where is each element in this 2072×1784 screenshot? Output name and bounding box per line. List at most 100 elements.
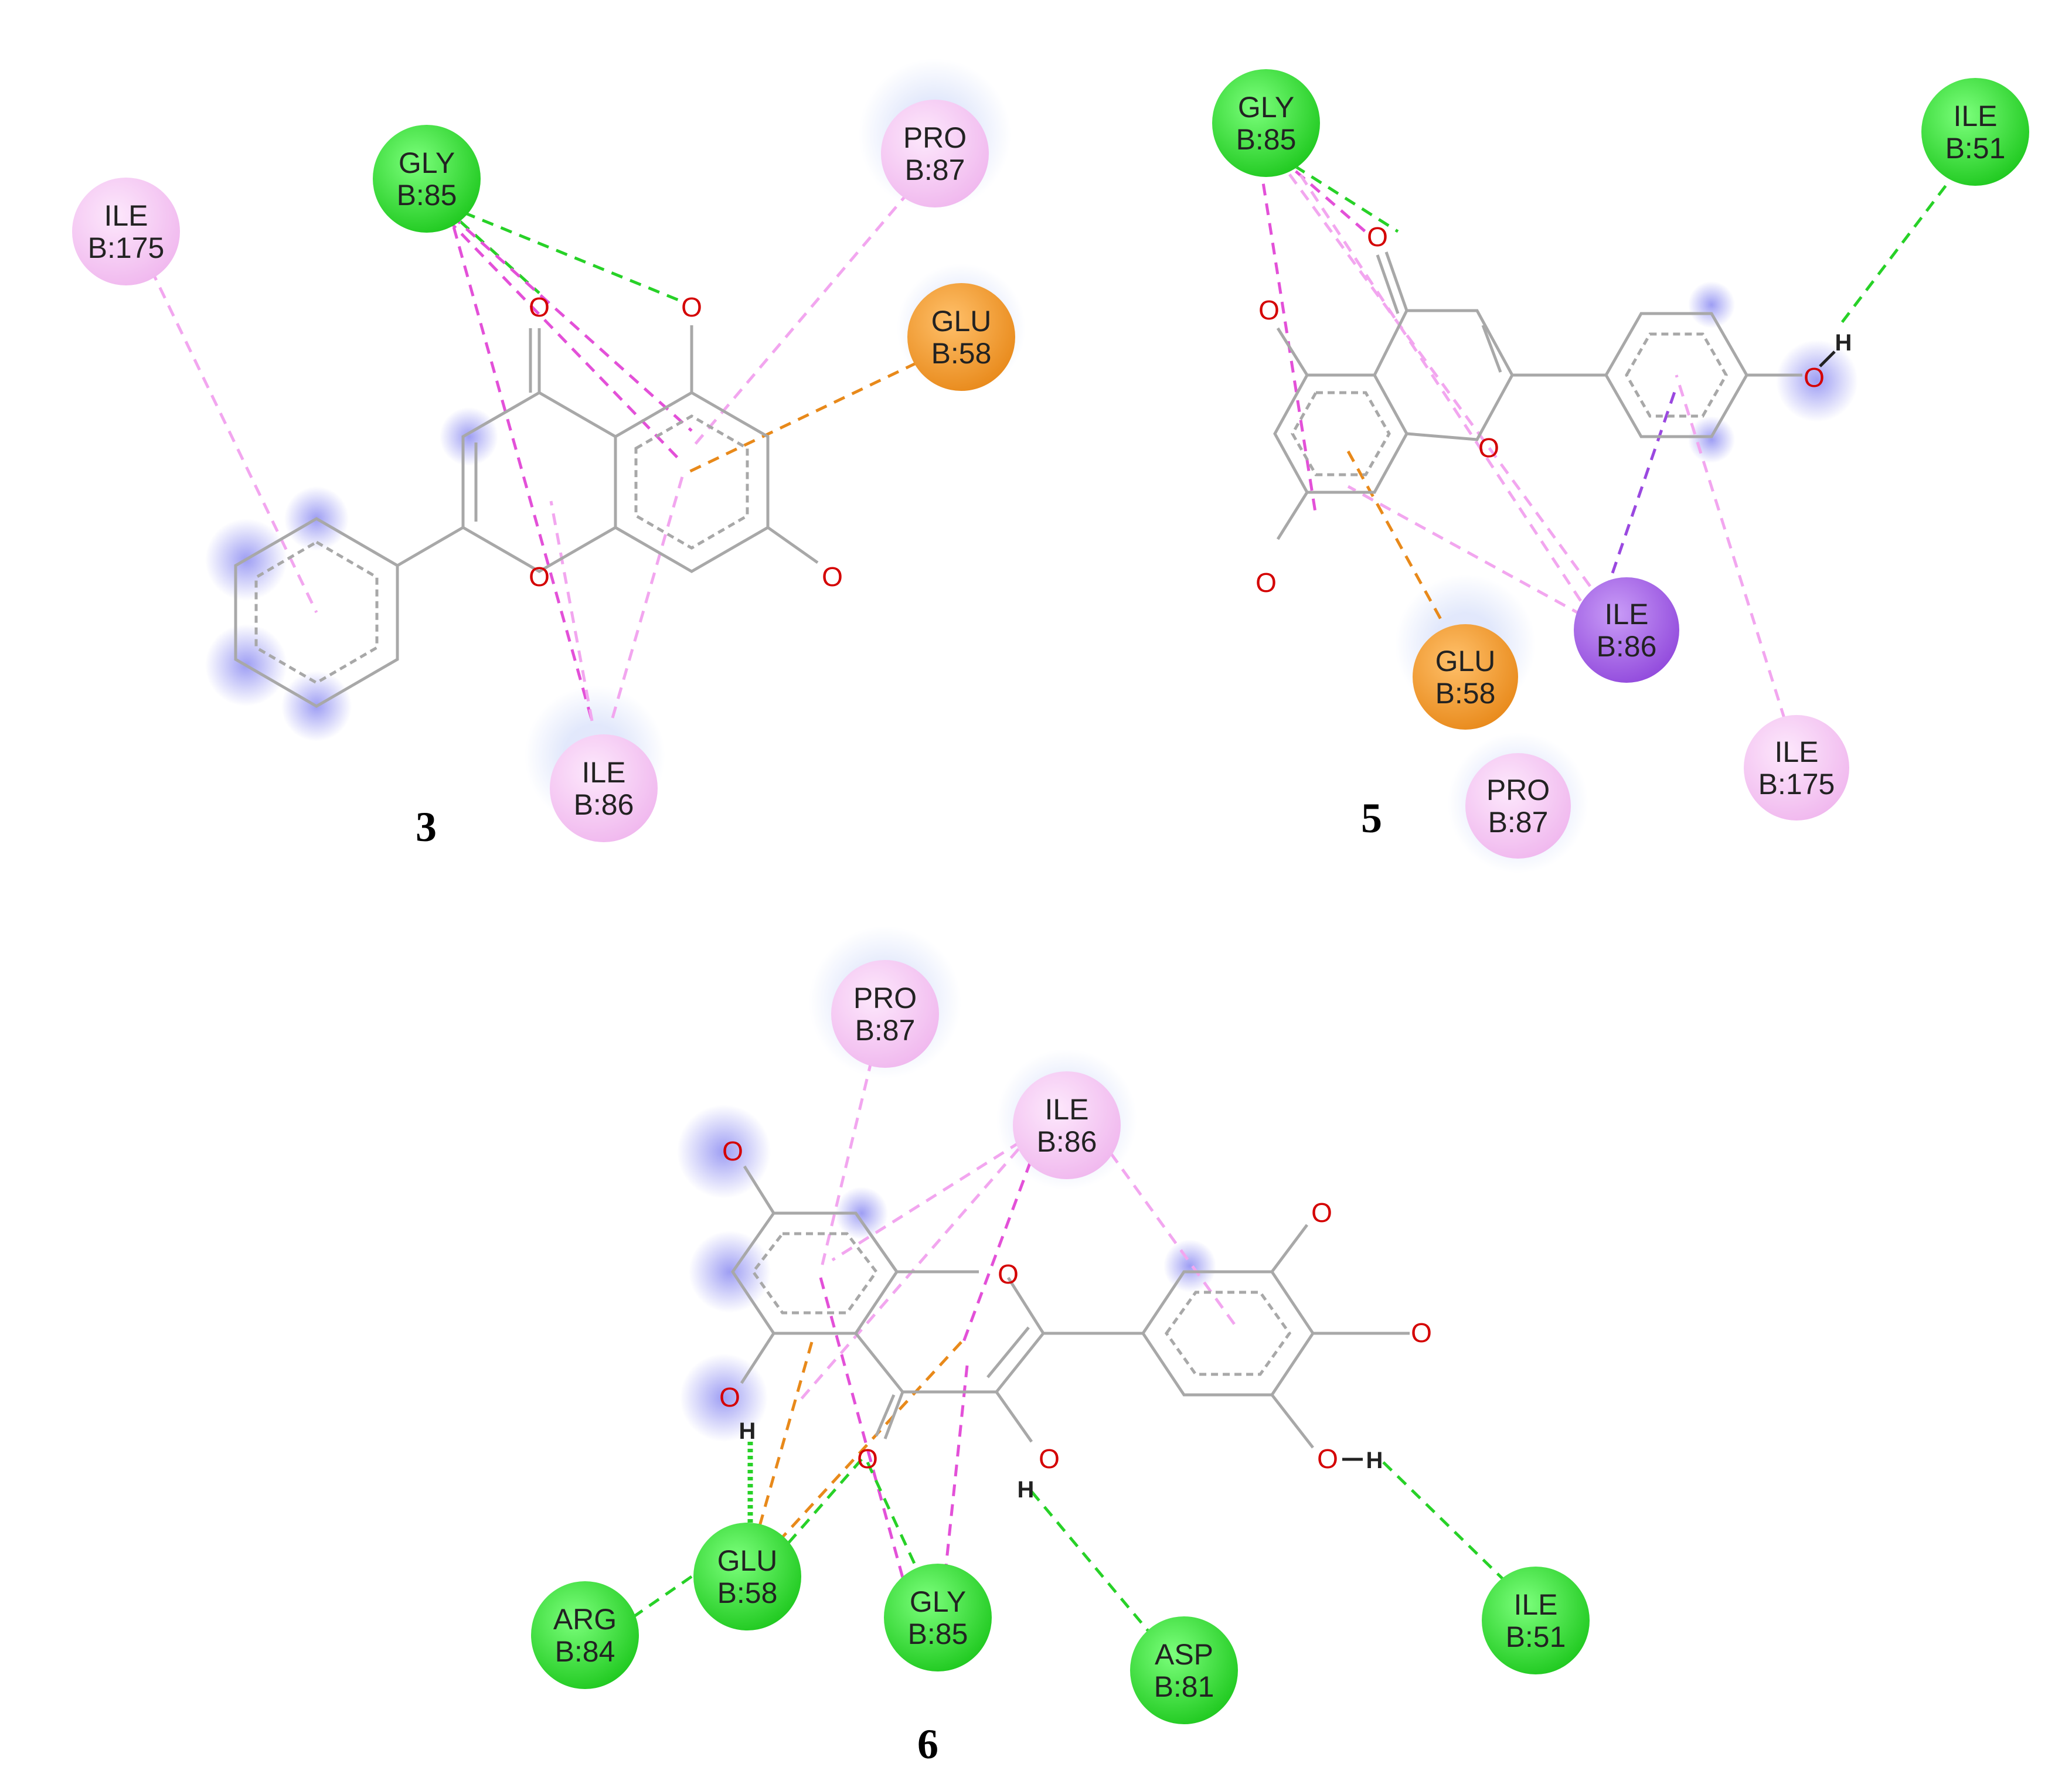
- oxygen-atom: O: [1258, 295, 1280, 325]
- pi-alkyl-line: [447, 207, 594, 721]
- svg-text:GLY: GLY: [910, 1585, 966, 1618]
- alkyl-interaction-line: [796, 1133, 1033, 1405]
- residue-asp-b81: ASP B:81: [1130, 1616, 1238, 1724]
- alkyl-interaction-line: [1675, 374, 1792, 739]
- svg-text:GLU: GLU: [931, 305, 992, 338]
- svg-text:GLU: GLU: [717, 1544, 778, 1577]
- pi-alkyl-line: [960, 1142, 1039, 1349]
- svg-text:B:175: B:175: [1758, 768, 1835, 801]
- residue-pro-b87: PRO B:87: [881, 100, 989, 207]
- oh-bond: [1819, 350, 1836, 367]
- bond: [740, 1332, 775, 1384]
- alkyl-interaction-line: [1288, 157, 1584, 605]
- hbond-line: [778, 1458, 863, 1554]
- bond: [855, 1332, 904, 1393]
- oxygen-atom: O: [722, 1136, 743, 1166]
- residue-arg-b84: ARG B:84: [531, 1581, 639, 1689]
- svg-text:ILE: ILE: [1953, 100, 1997, 132]
- svg-text:B:87: B:87: [905, 154, 965, 186]
- panel-compound-5: O O O O O H GLY B:85 ILE B:51 ILE B:86 G…: [1212, 69, 2029, 873]
- hbond-line: [1277, 154, 1399, 233]
- hbond-line: [1382, 1461, 1508, 1584]
- residue-glu-b58: GLU B:58: [693, 1523, 801, 1630]
- svg-text:B:81: B:81: [1154, 1670, 1214, 1703]
- svg-text:PRO: PRO: [853, 982, 917, 1014]
- svg-text:B:86: B:86: [574, 788, 634, 821]
- residue-gly-b85: GLY B:85: [884, 1564, 992, 1671]
- molecule-6-atoms: O O O O O O O O H H H: [719, 1136, 1432, 1503]
- svg-text:B:85: B:85: [1236, 123, 1297, 156]
- residue-ile-b51: ILE B:51: [1482, 1567, 1590, 1674]
- svg-text:B:86: B:86: [1037, 1125, 1097, 1158]
- residue-glu-b58: GLU B:58: [1413, 624, 1518, 730]
- pi-anion-line: [748, 1342, 814, 1560]
- svg-text:B:51: B:51: [1506, 1620, 1566, 1653]
- bond: [995, 1391, 1033, 1443]
- pi-anion-line: [682, 344, 954, 476]
- residue-ile-b86: ILE B:86: [1013, 1071, 1121, 1179]
- residue-pro-b87: PRO B:87: [831, 960, 939, 1068]
- atom-halo: [1688, 416, 1735, 463]
- panel-compound-3: O O O O ILE B:175 GLY B:85 PRO B:87 GLU …: [72, 59, 1026, 850]
- alkyl-interaction-line: [690, 160, 936, 450]
- residue-ile-b86: ILE B:86: [1574, 577, 1679, 683]
- double-bond: [1481, 325, 1502, 373]
- atom-halo: [440, 407, 498, 466]
- oxygen-atom: O: [1317, 1443, 1338, 1474]
- svg-text:B:58: B:58: [931, 337, 992, 370]
- bond: [875, 1394, 896, 1436]
- svg-text:ILE: ILE: [1044, 1093, 1088, 1126]
- svg-text:ILE: ILE: [1774, 736, 1818, 768]
- oxygen-atom: O: [1256, 567, 1277, 598]
- bond: [1276, 491, 1309, 540]
- svg-text:ILE: ILE: [1604, 598, 1648, 631]
- oxygen-atom: O: [1039, 1443, 1060, 1474]
- bond: [767, 526, 819, 564]
- svg-text:B:58: B:58: [1435, 677, 1496, 710]
- residue-ile-b175: ILE B:175: [1744, 715, 1849, 820]
- svg-text:GLU: GLU: [1435, 645, 1496, 677]
- hydrogen-atom: H: [1835, 330, 1852, 356]
- svg-text:B:86: B:86: [1597, 630, 1657, 663]
- atom-halo: [1776, 340, 1858, 422]
- svg-text:PRO: PRO: [903, 121, 967, 154]
- aromatic-inner: [751, 1232, 879, 1315]
- svg-text:B:87: B:87: [1488, 806, 1549, 839]
- molecule-5-bonds: [1273, 251, 1836, 540]
- oxygen-atom: O: [719, 1382, 740, 1412]
- b-ring: [1141, 1270, 1315, 1397]
- molecule-3-bonds: [234, 325, 819, 708]
- aromatic-inner: [1164, 1291, 1292, 1376]
- residue-glu-b58: GLU B:58: [907, 283, 1015, 391]
- panel-label: 3: [416, 804, 437, 850]
- hbond-line: [1836, 169, 1959, 329]
- bond: [995, 1332, 1044, 1393]
- alkyl-interaction-line: [831, 1129, 1039, 1262]
- residue-ile-b86: ILE B:86: [550, 734, 658, 842]
- bond: [1276, 327, 1309, 376]
- pi-alkyl-line: [819, 1277, 907, 1589]
- molecule-3-atoms: O O O O: [529, 292, 843, 592]
- bond: [1271, 1224, 1308, 1273]
- molecule-6-bonds: [730, 1165, 1410, 1461]
- alkyl-interaction-line: [149, 268, 318, 614]
- atom-halo: [1688, 281, 1735, 328]
- hbond-line: [445, 203, 683, 304]
- oxygen-atom: O: [822, 561, 843, 592]
- oxygen-atom: O: [1311, 1197, 1332, 1228]
- svg-text:ILE: ILE: [1513, 1588, 1557, 1621]
- svg-text:B:58: B:58: [717, 1577, 778, 1609]
- panel-compound-6: O O O O O O O O H H H PRO B:87 ILE B:86 …: [531, 926, 1590, 1768]
- svg-text:B:87: B:87: [855, 1014, 916, 1047]
- aromatic-inner: [1625, 332, 1728, 418]
- oxygen-atom: O: [1411, 1317, 1432, 1348]
- residue-ile-b51: ILE B:51: [1921, 78, 2029, 186]
- oxygen-atom: O: [998, 1259, 1019, 1289]
- molecule-5-atoms: O O O O O H: [1256, 222, 1852, 598]
- panel-label: 5: [1361, 795, 1382, 842]
- atom-halo: [677, 1105, 771, 1199]
- alkyl-interaction-line: [1276, 157, 1596, 593]
- oxygen-atom: O: [529, 561, 550, 592]
